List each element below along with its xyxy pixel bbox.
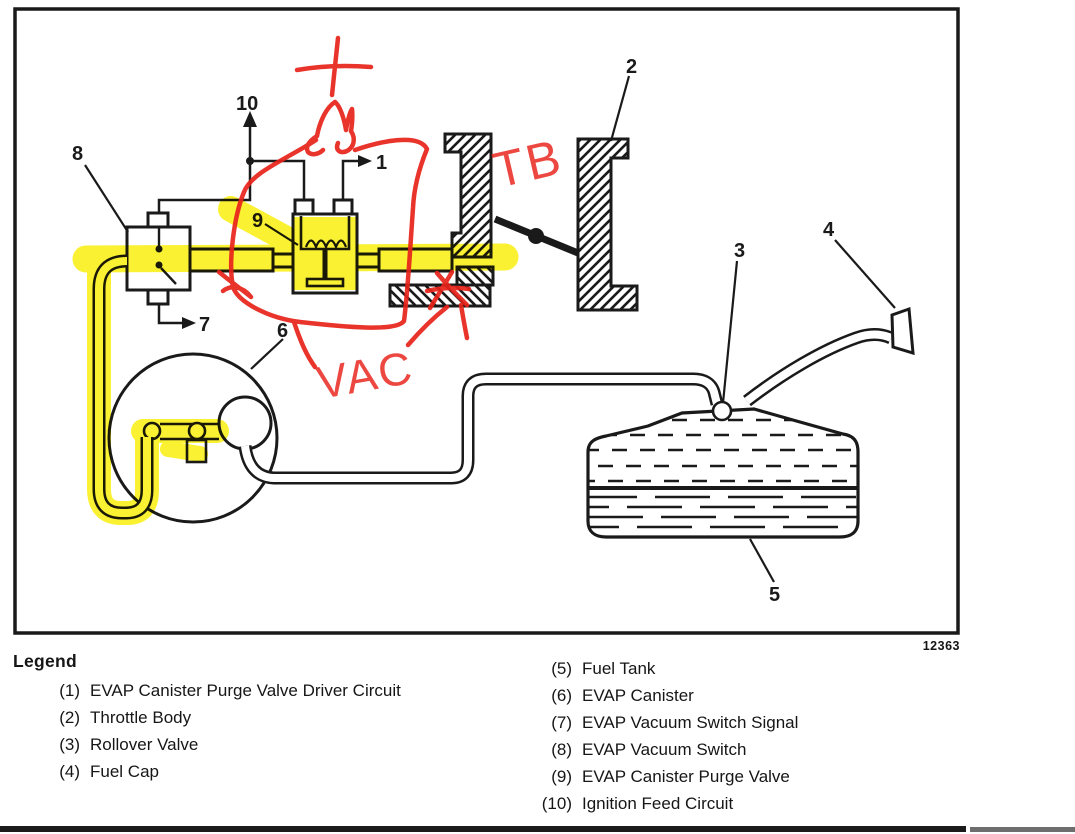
arrow-right-1-icon (358, 155, 372, 167)
legend-left-column: (1) EVAP Canister Purge Valve Driver Cir… (44, 677, 401, 785)
red-x-mark (458, 302, 470, 341)
legend-item: (4) Fuel Cap (44, 758, 401, 785)
legend-item: (2) Throttle Body (44, 704, 401, 731)
fuel-cap (890, 306, 915, 356)
legend-item-number: (5) (551, 659, 572, 678)
leader-5 (749, 538, 775, 583)
callout-numbers: 10 8 9 1 7 6 2 3 4 5 (72, 56, 835, 606)
callout-7: 7 (199, 314, 210, 336)
switch-signal-wire (157, 304, 184, 325)
red-x-mark (427, 269, 455, 311)
legend-item-number: (7) (551, 713, 572, 732)
callout-leaders (84, 75, 896, 583)
valve-terminal (332, 198, 354, 216)
driver-circuit-wire (341, 159, 360, 200)
legend-title: Legend (13, 651, 78, 671)
legend-item-number: (1) (59, 681, 80, 700)
filler-neck-hose (743, 328, 894, 407)
evap-system-diagram: 10 8 9 1 7 6 2 3 4 5 TB VAC (13, 7, 960, 635)
legend-item: (5) Fuel Tank (536, 655, 798, 682)
leader-6 (250, 338, 284, 370)
legend-item-label: EVAP Vacuum Switch Signal (582, 713, 799, 732)
switch-bottom-connector (146, 288, 170, 306)
leader-3 (721, 260, 739, 404)
throttle-body-right-wall (576, 137, 639, 312)
throttle-body-left-wall (443, 132, 493, 259)
scribble-arrow (334, 128, 357, 155)
callout-6: 6 (277, 320, 288, 342)
arrow-up-10-icon (243, 111, 257, 127)
legend-item-number: (10) (541, 794, 572, 813)
highlight-blob (160, 441, 208, 462)
legend-item-label: EVAP Canister Purge Valve (582, 767, 790, 786)
legend-item: (8) EVAP Vacuum Switch (536, 736, 798, 763)
leader-4 (834, 239, 896, 309)
rollover-valve (711, 400, 733, 422)
callout-3: 3 (734, 240, 745, 262)
scribble-arrow (332, 99, 355, 134)
page-bottom-rule (0, 826, 966, 832)
legend-item-label: EVAP Canister Purge Valve Driver Circuit (90, 681, 401, 700)
leader-2 (609, 75, 631, 142)
callout-5: 5 (769, 584, 780, 606)
valve-terminal (293, 198, 315, 216)
highlight-hose (87, 254, 159, 525)
legend-item: (1) EVAP Canister Purge Valve Driver Cir… (44, 677, 401, 704)
handwritten-tb-label: TB (488, 128, 569, 198)
legend-item-label: Throttle Body (90, 708, 192, 727)
legend-item-label: Rollover Valve (90, 735, 199, 754)
leader-8 (84, 164, 129, 233)
callout-10: 10 (236, 93, 258, 115)
legend-item: (3) Rollover Valve (44, 731, 401, 758)
legend-item-number: (9) (551, 767, 572, 786)
callout-1: 1 (376, 152, 387, 174)
legend-item-label: EVAP Canister (582, 686, 694, 705)
red-x-mark (405, 304, 450, 348)
wire-to-valve-left-terminal (250, 159, 306, 200)
legend-item: (9) EVAP Canister Purge Valve (536, 763, 798, 790)
legend-item-label: Fuel Tank (582, 659, 656, 678)
switch-top-connector (146, 211, 170, 229)
legend-item: (7) EVAP Vacuum Switch Signal (536, 709, 798, 736)
legend-item: (10) Ignition Feed Circuit (536, 790, 798, 817)
lasso-tail-to-vac (291, 319, 318, 370)
arrow-right-7-icon (182, 317, 196, 329)
legend-item-label: Fuel Cap (90, 762, 159, 781)
highlight-label-9 (218, 196, 316, 261)
legend-item-number: (2) (59, 708, 80, 727)
red-lasso-circle (229, 137, 430, 330)
legend-item-number: (8) (551, 740, 572, 759)
callout-8: 8 (72, 143, 83, 165)
scribble-arrow (314, 99, 338, 139)
legend-item-label: Ignition Feed Circuit (582, 794, 734, 813)
callout-2: 2 (626, 56, 637, 78)
red-x-mark (424, 285, 472, 294)
red-zigzag (216, 269, 254, 300)
legend-item-number: (6) (551, 686, 572, 705)
fuel-tank-shell (586, 407, 860, 539)
plus-annotation (329, 35, 341, 98)
fuel-tank (586, 407, 860, 539)
canister-inner-port (217, 395, 273, 451)
legend-item-label: EVAP Vacuum Switch (582, 740, 747, 759)
legend-item-number: (3) (59, 735, 80, 754)
handwritten-vac-label: VAC (313, 341, 418, 409)
legend-item: (6) EVAP Canister (536, 682, 798, 709)
legend-right-column: (5) Fuel Tank (6) EVAP Canister (7) EVAP… (536, 655, 799, 817)
page-bottom-rule-segment (970, 827, 1075, 832)
figure-code: 12363 (922, 639, 960, 653)
legend-item-number: (4) (59, 762, 80, 781)
yellow-highlighter-marks (72, 196, 519, 525)
callout-4: 4 (823, 219, 835, 241)
diagram-border (13, 7, 960, 635)
throttle-shaft-dot (528, 228, 544, 244)
